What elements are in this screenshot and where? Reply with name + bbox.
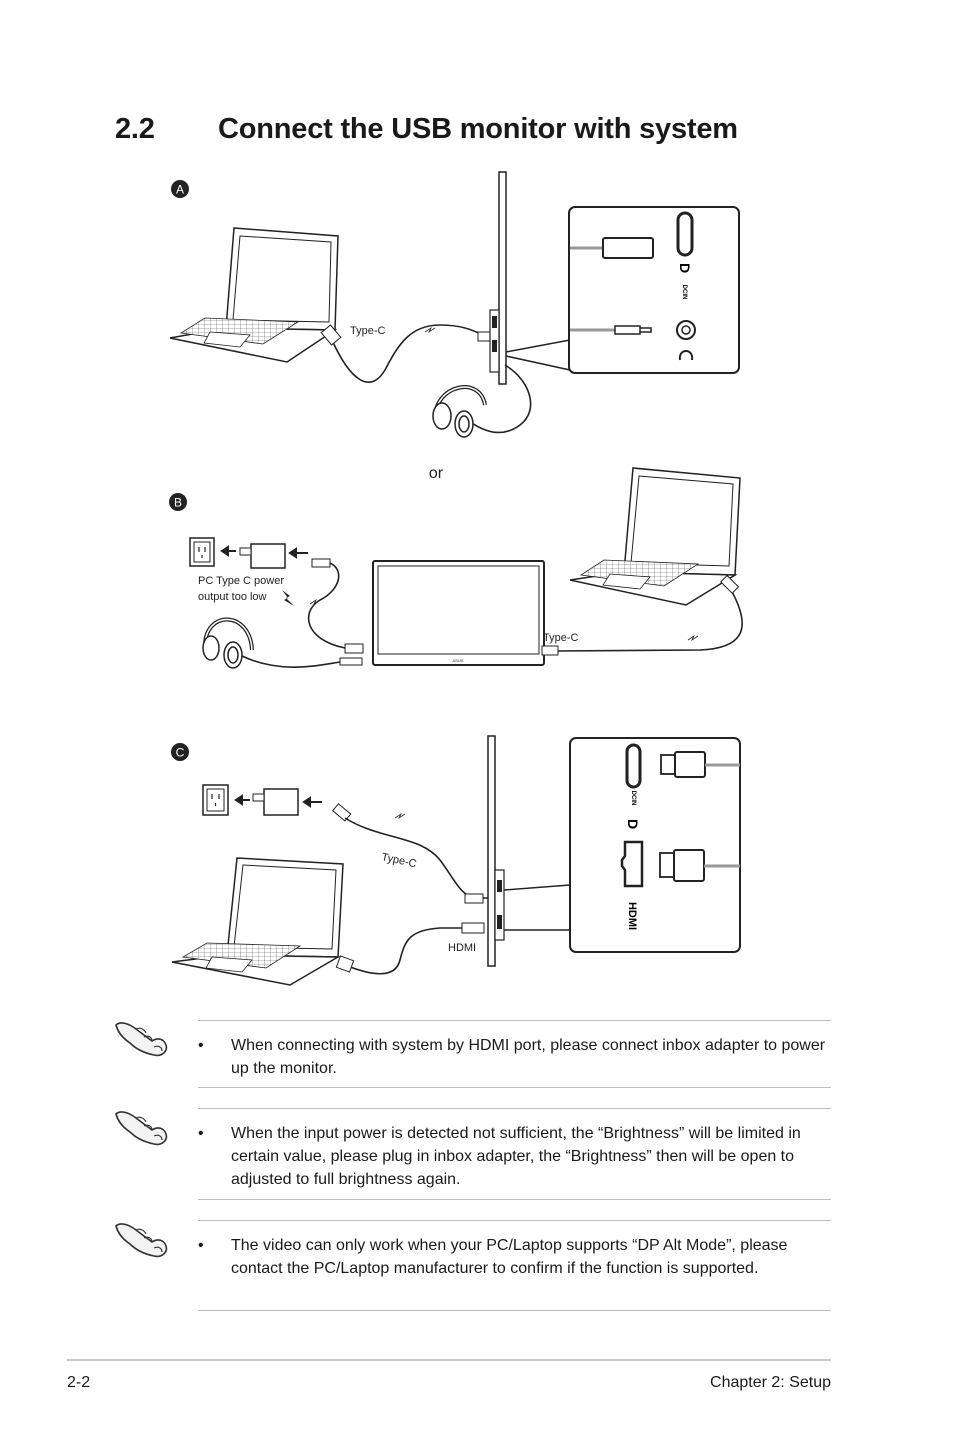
dp-port-icon: D (677, 263, 693, 273)
usb-symbol-icon-b2 (687, 634, 699, 642)
arrow-to-adapter-b (288, 547, 308, 559)
type-c-plug-zoom-c-tip (660, 754, 676, 775)
dp-port-icon-c: D (625, 819, 641, 829)
headphone-cable-b (239, 654, 341, 668)
usb-symbol-icon-b1 (309, 598, 321, 606)
note-brightness: • When the input power is detected not s… (198, 1108, 831, 1200)
marker-a-label: A (176, 183, 184, 197)
power-adapter-b (250, 543, 286, 569)
hdmi-logo-icon: HDMI (626, 902, 638, 930)
note-text: When connecting with system by HDMI port… (231, 1037, 826, 1077)
type-c-label-a: Type-C (350, 325, 386, 337)
hdmi-plug-laptop-c (335, 955, 355, 973)
note-dp-alt-mode: • The video can only work when your PC/L… (198, 1220, 831, 1311)
headphones-b (202, 617, 254, 669)
monitor-front-b: ASUS (372, 560, 545, 666)
type-c-port-icon-c (625, 743, 642, 789)
marker-b (169, 493, 187, 511)
power-cable-b (307, 562, 346, 649)
hdmi-cable-c (344, 927, 470, 975)
laptop-b (569, 467, 741, 606)
type-c-plug-monitor-b-left (344, 643, 364, 654)
note-bullet: • (198, 1125, 204, 1142)
arrow-to-outlet-b (220, 545, 236, 557)
port-callout-a (568, 206, 740, 374)
audio-plug-b (339, 657, 363, 666)
note-text: The video can only work when your PC/Lap… (231, 1237, 788, 1277)
laptop-a (169, 227, 339, 363)
monitor-side-c (487, 735, 505, 967)
arrow-to-adapter-c (302, 796, 322, 808)
marker-a (171, 180, 189, 198)
hdmi-plug-zoom-c-tip (659, 852, 675, 878)
pc-power-label-line1: PC Type C power (198, 575, 284, 587)
dcin-port-icon-c: DCIN (630, 791, 636, 806)
type-c-plug-monitor-c (464, 893, 484, 904)
hdmi-plug-monitor-c (461, 922, 485, 934)
pointing-hand-icon (115, 1223, 168, 1258)
monitor-brand-logo: ASUS (453, 658, 464, 663)
page-number: 2-2 (67, 1374, 91, 1391)
marker-c-label: C (176, 746, 185, 760)
or-text: or (429, 465, 444, 482)
port-callout-c (569, 737, 741, 953)
type-c-plug-laptop-b (720, 574, 740, 594)
diagram-section-c: C Type-C HDMI (171, 735, 741, 986)
type-c-plug-zoom-a (602, 237, 654, 259)
laptop-c (171, 857, 344, 986)
type-c-label-c: Type-C (380, 851, 417, 870)
lightning-icon (282, 590, 294, 606)
chapter-label: Chapter 2: Setup (710, 1374, 831, 1391)
pc-power-label-line2: output too low (198, 591, 267, 603)
pointing-hand-icon (115, 1111, 168, 1146)
diagram-section-a: A Type-C (169, 171, 740, 438)
hdmi-label-c: HDMI (448, 942, 476, 954)
usb-symbol-icon (424, 326, 436, 334)
footer-divider (67, 1359, 831, 1361)
connection-diagram: A Type-C (169, 171, 743, 986)
section-title: Connect the USB monitor with system (218, 113, 738, 145)
note-text: When the input power is detected not suf… (231, 1125, 801, 1188)
type-c-label-b: Type-C (543, 632, 579, 644)
pointing-hand-icon (115, 1022, 168, 1057)
callout-lines-a (505, 339, 571, 371)
power-adapter-c (263, 788, 299, 816)
audio-jack-plug-icon (614, 325, 652, 335)
note-bullet: • (198, 1037, 204, 1054)
dcin-port-icon: DCIN (681, 285, 687, 300)
hdmi-port-icon (620, 840, 644, 888)
headphone-port-icon (678, 350, 694, 361)
type-c-port-icon (676, 211, 694, 257)
marker-b-label: B (174, 496, 182, 510)
type-c-plug-zoom-c (674, 751, 706, 778)
type-c-plug-adapter-c (331, 803, 352, 822)
note-hdmi-power: • When connecting with system by HDMI po… (198, 1020, 831, 1088)
type-c-plug-adapter-b (311, 558, 331, 568)
note-bullet: • (198, 1237, 204, 1254)
diagram-section-b: B PC Type C power output too low (169, 467, 743, 669)
headphones-a (432, 385, 487, 438)
arrow-to-outlet-c (234, 794, 250, 806)
marker-c (171, 743, 189, 761)
usb-symbol-icon-c (394, 812, 406, 820)
type-c-plug-laptop-a (320, 324, 342, 346)
type-c-cable-a (331, 324, 491, 383)
monitor-side-a (489, 171, 507, 385)
headphone-cable-a (464, 364, 532, 434)
type-c-cable-b (554, 587, 743, 652)
type-c-plug-monitor-b-right (541, 645, 559, 656)
hdmi-plug-zoom-c (673, 849, 705, 882)
callout-lines-c (503, 884, 571, 931)
section-heading: 2.2 Connect the USB monitor with system (115, 113, 738, 146)
section-number: 2.2 (115, 113, 155, 145)
